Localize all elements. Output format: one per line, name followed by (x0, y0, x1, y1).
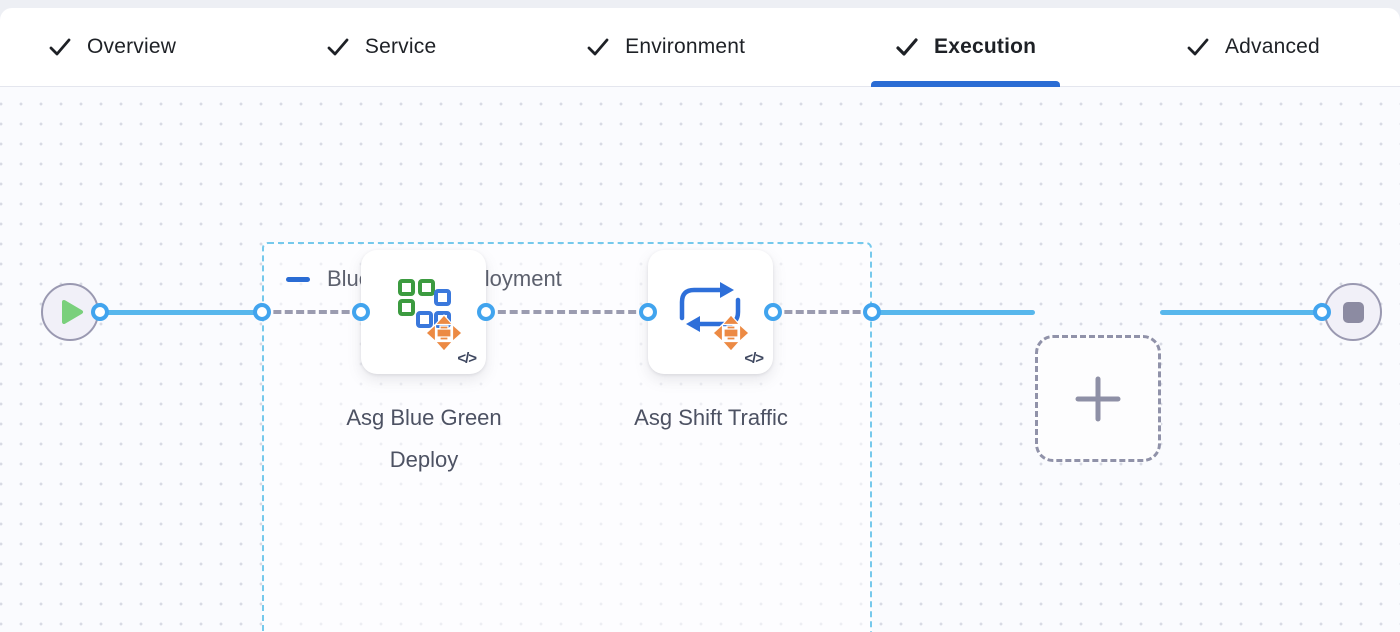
tab-label: Execution (934, 35, 1037, 58)
connector-port[interactable] (639, 303, 657, 321)
step-label: Asg Blue Green Deploy (346, 405, 502, 472)
link-line-dashed (486, 310, 648, 314)
tab-environment[interactable]: Environment (566, 8, 765, 86)
link-line-dashed (262, 310, 361, 314)
tab-label: Overview (87, 35, 177, 58)
stop-icon (1342, 301, 1364, 323)
play-icon (61, 300, 83, 324)
connector-port[interactable] (764, 303, 782, 321)
step-node-asg-shift-traffic[interactable]: </> (648, 250, 773, 374)
connector-port[interactable] (91, 303, 109, 321)
stage-tabbar: Overview Service Environment Execution A… (0, 8, 1400, 87)
tab-label: Environment (625, 35, 746, 58)
code-icon[interactable]: </> (457, 350, 477, 367)
add-step-button[interactable] (1035, 335, 1161, 462)
connector-port[interactable] (352, 303, 370, 321)
pipeline-canvas[interactable]: Blue Green Deployment (0, 87, 1400, 632)
code-icon[interactable]: </> (744, 350, 764, 367)
link-line-dashed (773, 310, 872, 314)
connector-port[interactable] (253, 303, 271, 321)
check-icon (896, 38, 918, 56)
plus-icon (1075, 376, 1121, 421)
active-tab-underline (871, 81, 1061, 87)
tab-label: Advanced (1224, 35, 1320, 58)
pipeline-end-node[interactable] (1324, 283, 1382, 341)
link-line (1160, 310, 1322, 315)
check-icon (1187, 38, 1209, 56)
connector-port[interactable] (863, 303, 881, 321)
check-icon (587, 38, 609, 56)
page-top-strip (0, 0, 1400, 9)
connector-port[interactable] (1313, 303, 1331, 321)
check-icon (49, 38, 71, 56)
link-line (872, 310, 1035, 315)
tab-overview[interactable]: Overview (28, 8, 196, 86)
tab-execution[interactable]: Execution (871, 8, 1061, 87)
tab-advanced[interactable]: Advanced (1166, 8, 1340, 86)
tab-label: Service (364, 35, 437, 58)
link-line (100, 310, 262, 315)
tab-service[interactable]: Service (306, 8, 456, 86)
connector-port[interactable] (477, 303, 495, 321)
minus-collapse-icon[interactable] (286, 276, 310, 282)
step-node-asg-blue-green-deploy[interactable]: </> (361, 250, 486, 374)
move-arrows-icon[interactable] (425, 314, 463, 352)
move-arrows-icon[interactable] (712, 314, 750, 352)
check-icon (327, 38, 349, 56)
step-label: Asg Shift Traffic (634, 405, 788, 430)
